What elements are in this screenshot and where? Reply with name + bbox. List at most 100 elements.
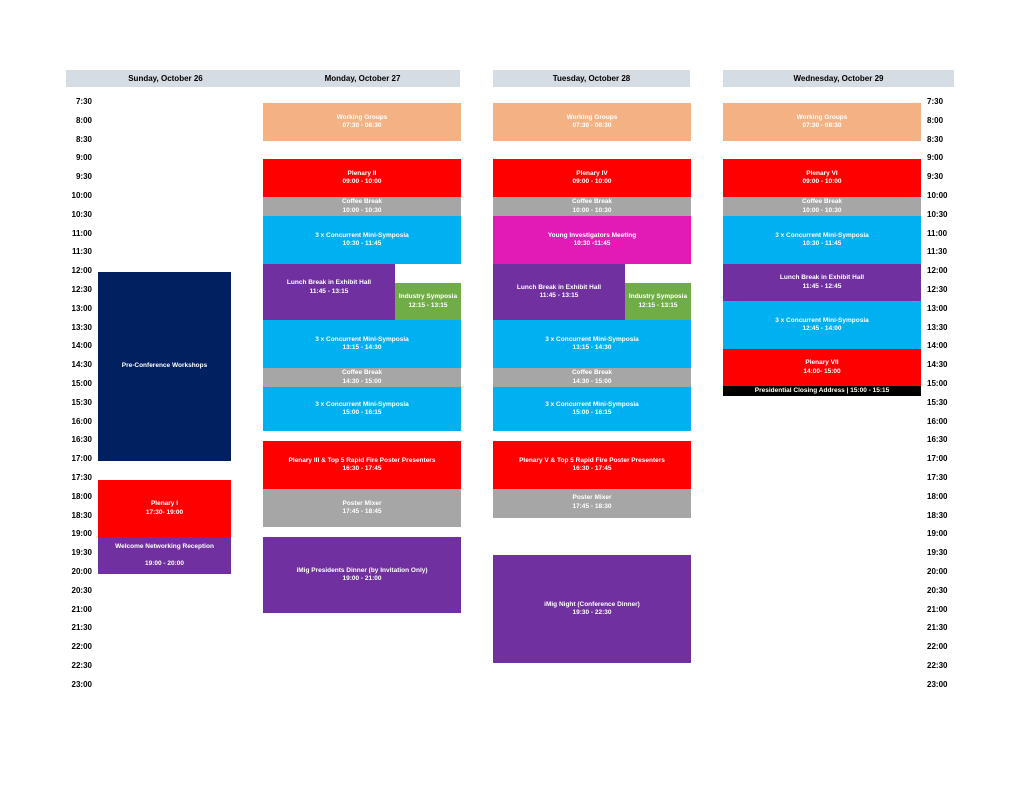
- time-label-left: 13:00: [71, 304, 92, 313]
- time-label-left: 22:30: [71, 661, 92, 670]
- time-label-right: 13:00: [927, 304, 948, 313]
- event-coffee-break-tue-1[interactable]: Coffee Break 10:00 - 10:30: [493, 197, 691, 216]
- event-title: Coffee Break: [571, 198, 613, 205]
- event-title: Plenary III & Top 5 Rapid Fire Poster Pr…: [288, 456, 436, 464]
- event-title: Presidential Closing Address | 15:00 - 1…: [754, 386, 890, 394]
- event-mini-symposia-tue-3[interactable]: 3 x Concurrent Mini-Symposia 15:00 - 16:…: [493, 387, 691, 431]
- event-mini-symposia-wed-2[interactable]: 3 x Concurrent Mini-Symposia 12:45 - 14:…: [723, 301, 921, 349]
- time-label-left: 23:00: [71, 680, 92, 689]
- time-label-left: 18:00: [71, 492, 92, 501]
- event-presidents-dinner[interactable]: iMig Presidents Dinner (by Invitation On…: [263, 537, 461, 613]
- event-time: 17:45 - 18:30: [572, 502, 612, 510]
- event-working-groups-tue[interactable]: Working Groups 07:30 - 08:30: [493, 103, 691, 141]
- time-label-left: 14:30: [71, 360, 92, 369]
- time-label-right: 20:30: [927, 586, 948, 595]
- event-poster-mixer-mon[interactable]: Poster Mixer 17:45 - 18:45: [263, 489, 461, 527]
- time-label-left: 20:00: [71, 567, 92, 576]
- event-working-groups-wed[interactable]: Working Groups 07:30 - 08:30: [723, 103, 921, 141]
- event-coffee-break-tue-2[interactable]: Coffee Break 14:30 - 15:00: [493, 368, 691, 387]
- event-title: 3 x Concurrent Mini-Symposia: [315, 400, 409, 408]
- event-plenary-1[interactable]: Plenary I 17:30- 19:00: [98, 480, 231, 537]
- event-time: 09:00 - 10:00: [572, 178, 612, 185]
- event-title: Poster Mixer: [572, 494, 612, 501]
- event-poster-mixer-tue[interactable]: Poster Mixer 17:45 - 18:30: [493, 489, 691, 518]
- time-label-left: 12:30: [71, 285, 92, 294]
- time-label-right: 17:00: [927, 454, 948, 463]
- event-plenary-3[interactable]: Plenary III & Top 5 Rapid Fire Poster Pr…: [263, 441, 461, 489]
- time-label-right: 10:00: [927, 191, 948, 200]
- event-title: Coffee Break: [341, 369, 383, 376]
- time-label-right: 11:00: [927, 229, 948, 238]
- event-time: 11:45 - 12:45: [802, 282, 842, 290]
- event-industry-symposia-tue[interactable]: Industry Symposia 12:15 - 13:15: [625, 283, 691, 320]
- event-mini-symposia-mon-1[interactable]: 3 x Concurrent Mini-Symposia 10:30 - 11:…: [263, 216, 461, 264]
- time-label-right: 22:30: [927, 661, 948, 670]
- event-mini-symposia-tue-2[interactable]: 3 x Concurrent Mini-Symposia 13:15 - 14:…: [493, 320, 691, 368]
- time-label-right: 10:30: [927, 210, 948, 219]
- event-title: Coffee Break: [341, 198, 383, 205]
- event-pre-conference-workshops[interactable]: Pre-Conference Workshops: [98, 272, 231, 461]
- time-label-right: 17:30: [927, 473, 948, 482]
- event-lunch-mon[interactable]: Lunch Break in Exhibit Hall 11:45 - 13:1…: [263, 264, 395, 320]
- event-time: 07:30 - 08:30: [342, 122, 382, 129]
- time-label-left: 7:30: [75, 97, 92, 106]
- time-label-right: 14:00: [927, 341, 948, 350]
- time-label-right: 9:30: [927, 172, 944, 181]
- event-mini-symposia-mon-2[interactable]: 3 x Concurrent Mini-Symposia 13:15 - 14:…: [263, 320, 461, 368]
- event-title: Plenary VI: [806, 169, 838, 177]
- event-time: 17:30- 19:00: [145, 508, 184, 516]
- event-plenary-7[interactable]: Plenary VII 14:00- 15:00: [723, 349, 921, 386]
- event-title: Poster Mixer: [342, 499, 382, 507]
- event-time: 10:30 - 11:45: [342, 240, 382, 247]
- time-label-right: 7:30: [927, 97, 944, 106]
- time-label-left: 16:30: [71, 435, 92, 444]
- event-working-groups-mon[interactable]: Working Groups 07:30 - 08:30: [263, 103, 461, 141]
- event-title: Pre-Conference Workshops: [121, 362, 208, 370]
- day-header-tuesday: Tuesday, October 28: [493, 70, 690, 87]
- time-label-right: 20:00: [927, 567, 948, 576]
- time-label-left: 17:00: [71, 454, 92, 463]
- event-time: 13:15 - 14:30: [342, 344, 382, 351]
- event-mini-symposia-wed-1[interactable]: 3 x Concurrent Mini-Symposia 10:30 - 11:…: [723, 216, 921, 264]
- time-label-left: 14:00: [71, 341, 92, 350]
- event-plenary-2[interactable]: Plenary II 09:00 - 10:00: [263, 159, 461, 197]
- event-coffee-break-mon-1[interactable]: Coffee Break 10:00 - 10:30: [263, 197, 461, 216]
- event-time: 11:45 - 13:15: [309, 287, 349, 295]
- event-lunch-tue[interactable]: Lunch Break in Exhibit Hall 11:45 - 13:1…: [493, 264, 625, 320]
- event-title: iMig Night (Conference Dinner): [544, 600, 640, 608]
- time-label-left: 8:30: [75, 135, 92, 144]
- event-coffee-break-wed-1[interactable]: Coffee Break 10:00 - 10:30: [723, 197, 921, 216]
- event-time: 19:00 - 20:00: [144, 559, 185, 567]
- event-title: Lunch Break in Exhibit Hall: [286, 279, 372, 286]
- time-label-left: 17:30: [71, 473, 92, 482]
- time-label-right: 9:00: [927, 153, 944, 162]
- event-time: 10:00 - 10:30: [342, 206, 382, 214]
- event-time: 14:00- 15:00: [803, 367, 841, 375]
- event-title: Plenary II: [347, 169, 377, 177]
- event-time: 10:00 - 10:30: [572, 206, 612, 214]
- event-title: Lunch Break in Exhibit Hall: [516, 283, 602, 291]
- time-label-left: 12:00: [71, 266, 92, 275]
- event-plenary-6[interactable]: Plenary VI 09:00 - 10:00: [723, 159, 921, 197]
- event-lunch-wed[interactable]: Lunch Break in Exhibit Hall 11:45 - 12:4…: [723, 264, 921, 301]
- event-title: Young Investigators Meeting: [547, 231, 637, 239]
- time-label-left: 11:30: [71, 247, 92, 256]
- event-coffee-break-mon-2[interactable]: Coffee Break 14:30 - 15:00: [263, 368, 461, 387]
- event-time: 11:45 - 13:15: [539, 292, 579, 299]
- event-time: 09:00 - 10:00: [802, 178, 842, 185]
- time-label-left: 21:30: [71, 623, 92, 632]
- time-label-right: 11:30: [927, 247, 948, 256]
- event-young-investigators[interactable]: Young Investigators Meeting 10:30 -11:45: [493, 216, 691, 264]
- event-industry-symposia-mon[interactable]: Industry Symposia 12:15 - 13:15: [395, 283, 461, 320]
- event-mini-symposia-mon-3[interactable]: 3 x Concurrent Mini-Symposia 15:00 - 16:…: [263, 387, 461, 431]
- event-title: Plenary IV: [576, 169, 608, 177]
- time-label-left: 18:30: [71, 511, 92, 520]
- event-presidential-closing[interactable]: Presidential Closing Address | 15:00 - 1…: [723, 386, 921, 396]
- event-time: 16:30 - 17:45: [342, 465, 382, 472]
- event-plenary-5[interactable]: Plenary V & Top 5 Rapid Fire Poster Pres…: [493, 441, 691, 489]
- event-welcome-reception[interactable]: Welcome Networking Reception 19:00 - 20:…: [98, 537, 231, 574]
- event-time: 07:30 - 08:30: [802, 122, 842, 129]
- time-label-left: 20:30: [71, 586, 92, 595]
- event-plenary-4[interactable]: Plenary IV 09:00 - 10:00: [493, 159, 691, 197]
- event-imig-night[interactable]: iMig Night (Conference Dinner) 19:30 - 2…: [493, 555, 691, 663]
